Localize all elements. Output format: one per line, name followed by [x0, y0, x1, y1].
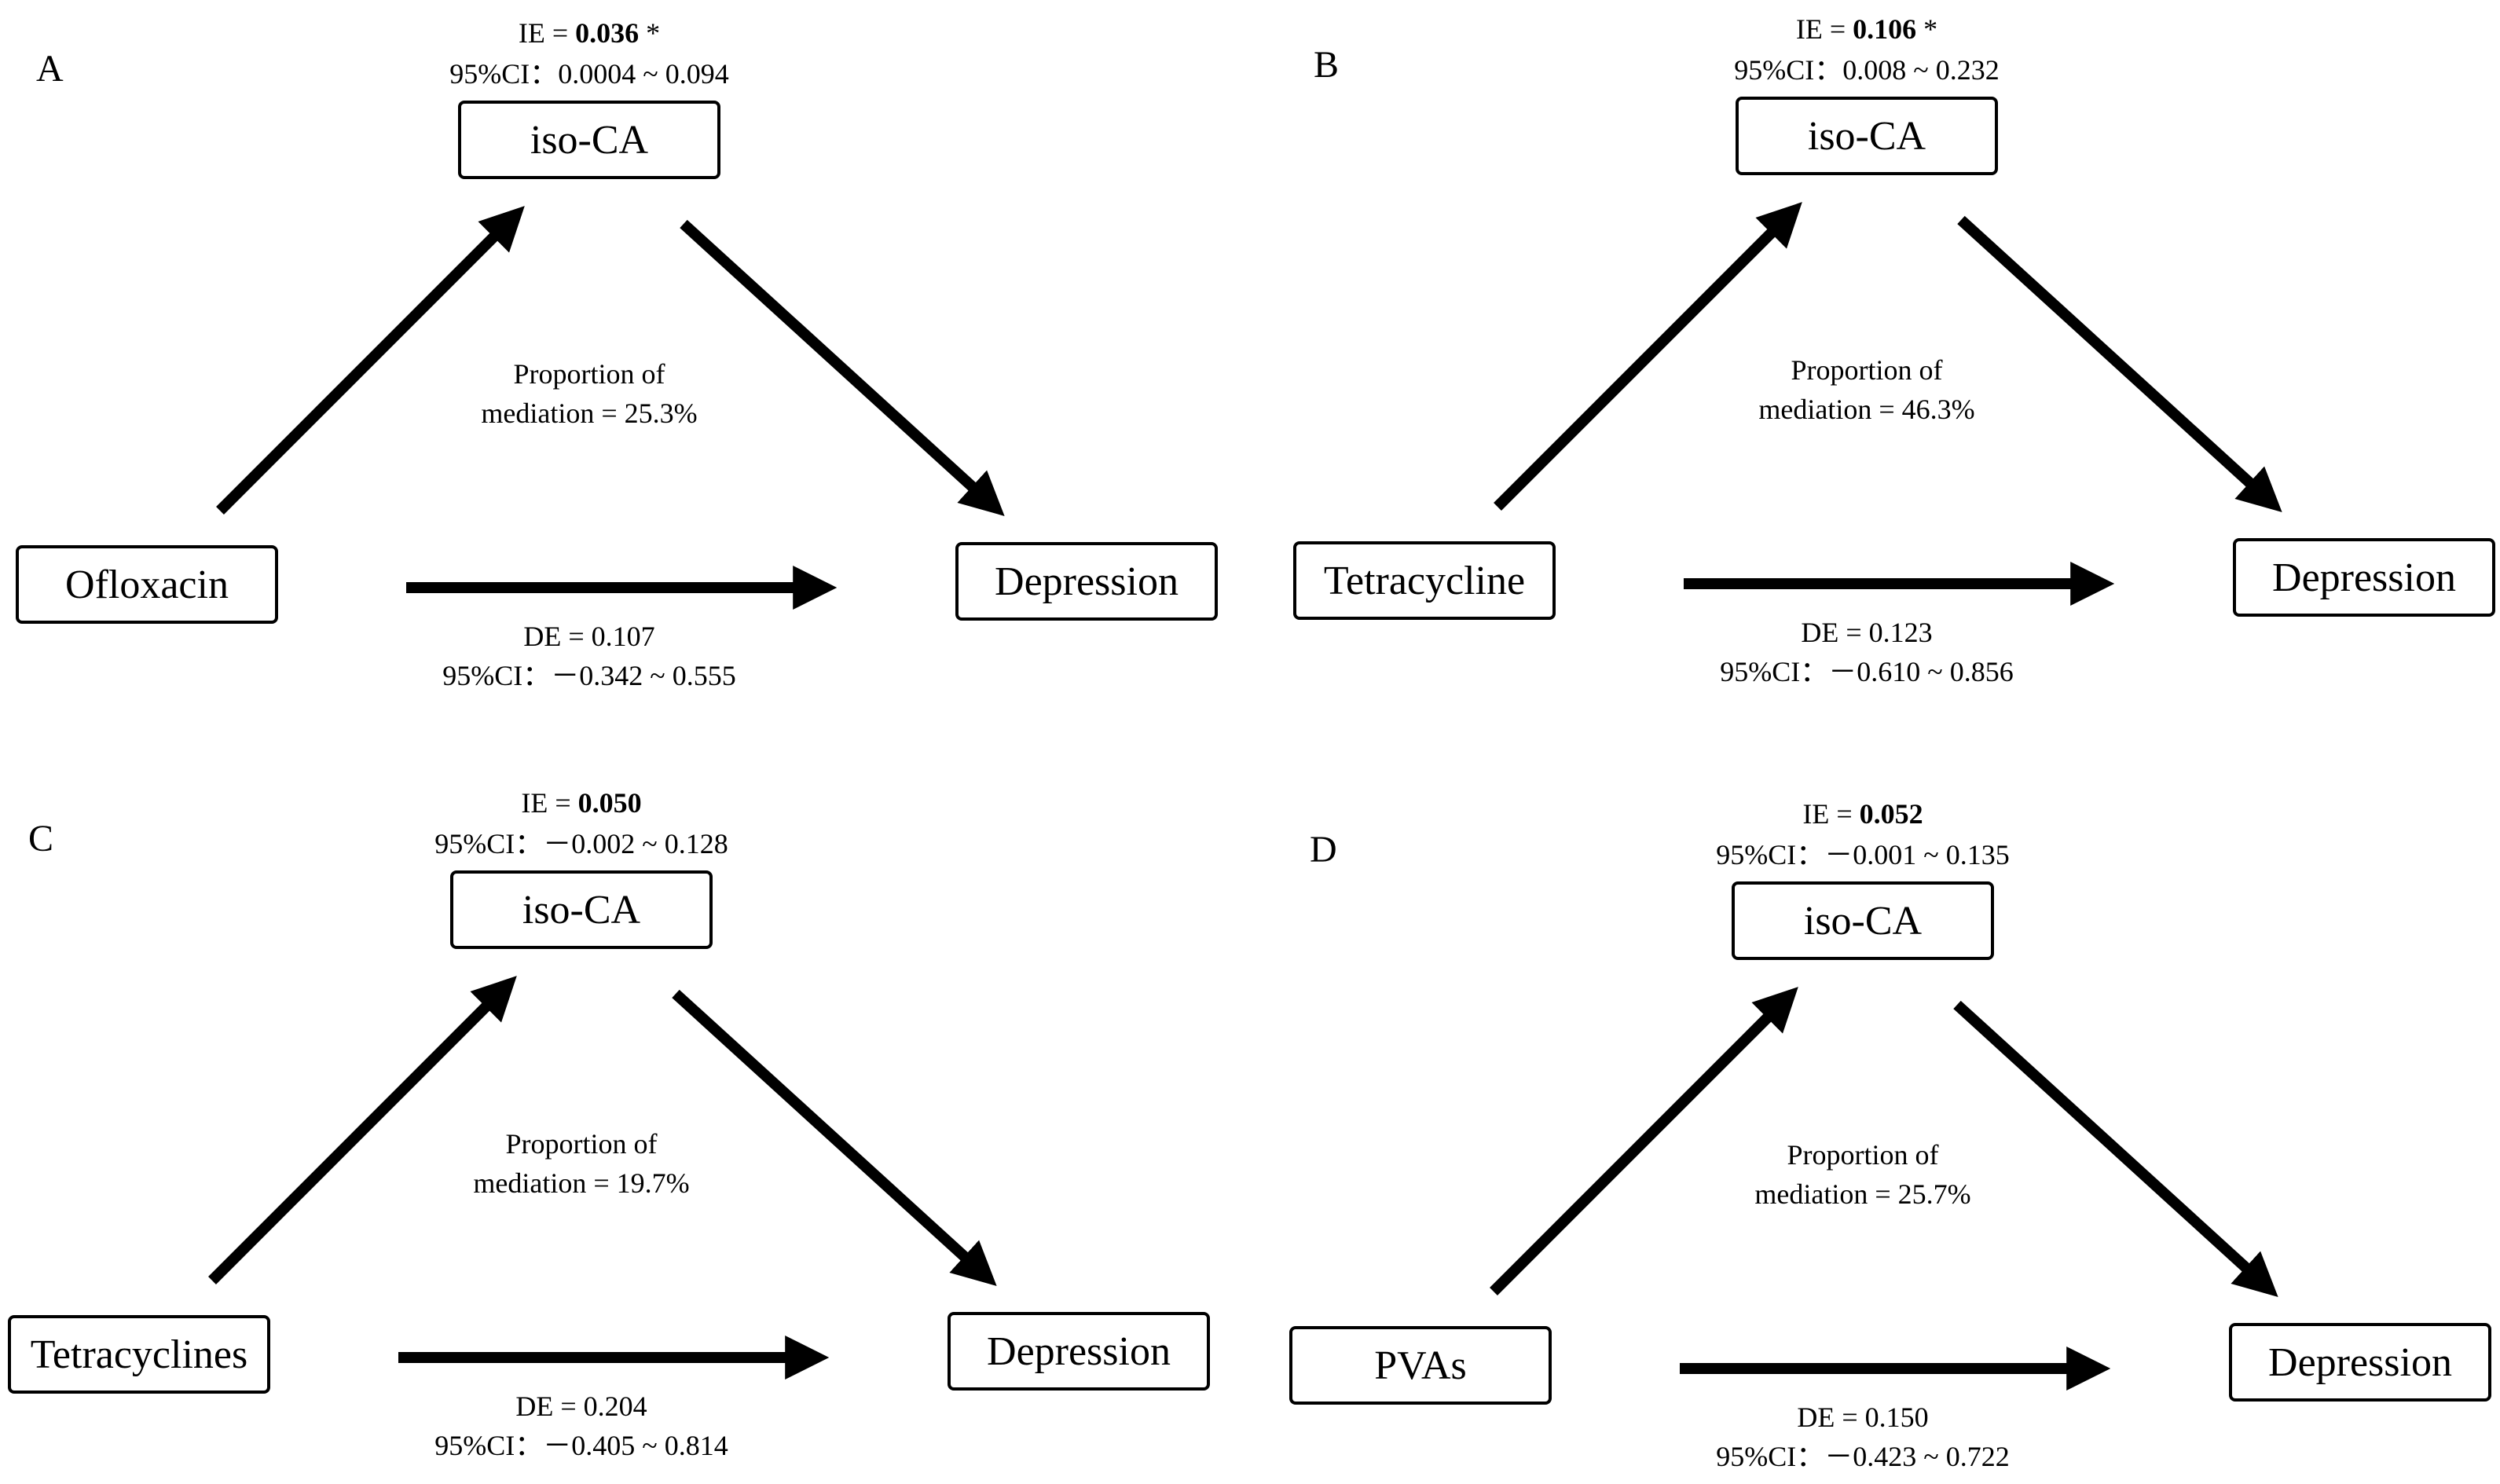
panel-arrows	[1490, 987, 2278, 1391]
mediator-to-outcome-arrow	[672, 989, 997, 1286]
indirect-effect-ci: 95%CI：0.008 ~ 0.232	[1734, 54, 2000, 86]
mediation-panel-b: B IE = 0.106 * 95%CI：0.008 ~ 0.232 iso-C…	[1250, 0, 2500, 742]
mediator-box: iso-CA	[1732, 881, 1994, 960]
proportion-line-2: mediation = 46.3%	[1758, 394, 1975, 425]
panel-arrows	[1494, 202, 2282, 606]
indirect-effect-label: IE = 0.050	[521, 787, 642, 819]
direct-effect-ci: 95%CI：－0.342 ~ 0.555	[442, 660, 736, 691]
outcome-box: Depression	[2233, 538, 2495, 617]
indirect-effect-label: IE = 0.036 *	[518, 17, 661, 49]
proportion-line-1: Proportion of	[1791, 354, 1943, 386]
mediator-box: iso-CA	[1736, 97, 1998, 175]
direct-effect-label: DE = 0.123	[1801, 617, 1933, 648]
proportion-line-1: Proportion of	[513, 358, 665, 390]
exposure-to-mediator-arrow	[216, 206, 525, 515]
outcome-box: Depression	[2229, 1323, 2491, 1402]
panel-label: B	[1314, 44, 1340, 86]
indirect-effect-ci: 95%CI：－0.002 ~ 0.128	[434, 828, 728, 859]
mediation-panel-c: C IE = 0.050 95%CI：－0.002 ~ 0.128 iso-CA…	[0, 742, 1250, 1483]
mediator-to-outcome-arrow	[680, 219, 1005, 516]
mediator-box: iso-CA	[450, 870, 713, 949]
mediator-to-outcome-arrow	[1957, 215, 2282, 512]
proportion-line-2: mediation = 19.7%	[473, 1167, 690, 1199]
exposure-to-mediator-arrow	[1494, 202, 1802, 511]
proportion-line-1: Proportion of	[1787, 1139, 1939, 1171]
direct-effect-label: DE = 0.107	[523, 621, 655, 652]
panel-label: A	[36, 48, 64, 90]
mediator-to-outcome-arrow	[1953, 1000, 2278, 1297]
exposure-box: PVAs	[1289, 1326, 1552, 1405]
proportion-line-1: Proportion of	[505, 1128, 658, 1160]
direct-effect-ci: 95%CI：－0.423 ~ 0.722	[1716, 1441, 2010, 1472]
indirect-effect-value: 0.050	[577, 787, 642, 819]
indirect-effect-label: IE = 0.052	[1802, 798, 1923, 830]
indirect-effect-ci: 95%CI：0.0004 ~ 0.094	[449, 58, 729, 90]
outcome-box: Depression	[955, 542, 1218, 621]
mediator-box: iso-CA	[458, 101, 720, 179]
exposure-to-mediator-arrow	[1490, 987, 1798, 1295]
indirect-effect-label: IE = 0.106 *	[1795, 13, 1938, 45]
mediation-panel-d: D IE = 0.052 95%CI：－0.001 ~ 0.135 iso-CA…	[1250, 742, 2500, 1483]
indirect-effect-value: 0.106	[1853, 13, 1917, 45]
proportion-line-2: mediation = 25.7%	[1754, 1178, 1971, 1210]
exposure-to-mediator-arrow	[208, 976, 517, 1284]
indirect-effect-ci: 95%CI：－0.001 ~ 0.135	[1716, 839, 2010, 870]
direct-effect-label: DE = 0.150	[1797, 1402, 1929, 1433]
panel-arrows	[208, 976, 997, 1380]
mediation-panel-a: A IE = 0.036 * 95%CI：0.0004 ~ 0.094 iso-…	[0, 0, 1250, 742]
indirect-effect-value: 0.036	[575, 17, 640, 49]
exposure-box: Tetracycline	[1293, 541, 1556, 620]
panel-arrows	[216, 206, 1005, 610]
exposure-box: Tetracyclines	[8, 1315, 270, 1394]
outcome-box: Depression	[948, 1312, 1210, 1391]
panel-label: D	[1310, 829, 1337, 870]
panel-label: C	[28, 818, 54, 859]
direct-effect-ci: 95%CI：－0.610 ~ 0.856	[1720, 656, 2014, 687]
proportion-line-2: mediation = 25.3%	[481, 398, 698, 429]
exposure-box: Ofloxacin	[16, 545, 278, 624]
direct-effect-label: DE = 0.204	[515, 1391, 647, 1422]
indirect-effect-value: 0.052	[1859, 798, 1923, 830]
direct-effect-ci: 95%CI：－0.405 ~ 0.814	[434, 1430, 728, 1461]
